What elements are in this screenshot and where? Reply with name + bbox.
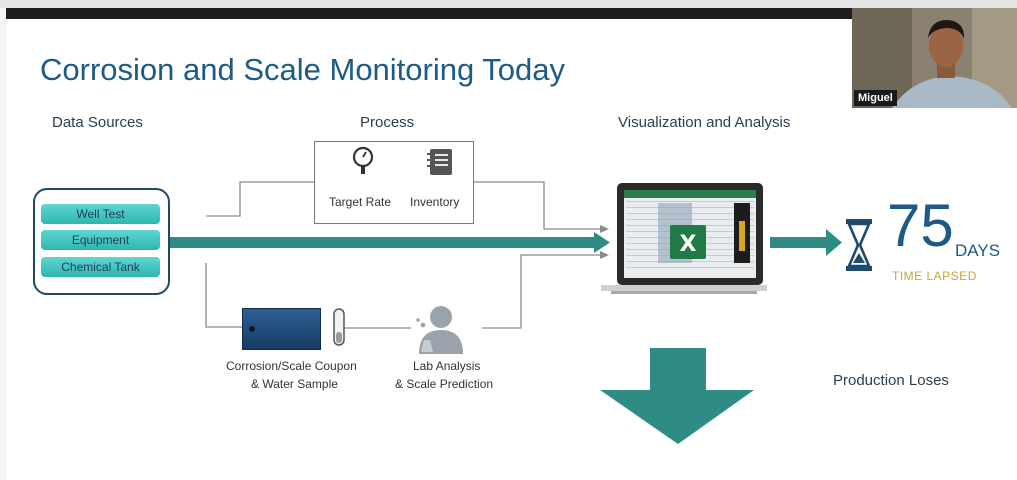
target-rate-label: Target Rate — [329, 195, 392, 209]
data-sources-box: Well Test Equipment Chemical Tank — [33, 188, 170, 295]
heading-data-sources: Data Sources — [52, 114, 143, 131]
coupon-label-line2: & Water Sample — [251, 377, 338, 391]
gauge-icon — [352, 146, 374, 174]
days-unit: DAYS — [955, 241, 1001, 260]
source-equipment: Equipment — [41, 230, 160, 250]
production-loses-label: Production Loses — [833, 372, 949, 389]
down-arrow-icon — [600, 348, 754, 444]
presentation-slide: Corrosion and Scale Monitoring Today Dat… — [6, 8, 1017, 480]
slide-title: Corrosion and Scale Monitoring Today — [40, 52, 566, 87]
time-lapsed-label: TIME LAPSED — [892, 269, 977, 283]
test-tube-icon — [333, 308, 345, 346]
lab-label-line1: Lab Analysis — [413, 359, 481, 373]
heading-process: Process — [360, 114, 415, 131]
notebook-icon — [427, 149, 452, 175]
lab-label-line2: & Scale Prediction — [395, 377, 494, 391]
days-value: 75 — [887, 192, 954, 259]
inventory-label: Inventory — [410, 195, 460, 209]
process-box: Target Rate Inventory — [314, 141, 474, 224]
participant-video-feed — [852, 8, 1017, 108]
lab-scientist-icon — [416, 306, 463, 354]
hourglass-icon — [846, 219, 872, 271]
laptop-spreadsheet-icon: X — [601, 183, 767, 294]
heading-visualization: Visualization and Analysis — [618, 114, 791, 131]
participant-name: Miguel — [854, 90, 897, 106]
corrosion-coupon-image — [242, 308, 321, 350]
source-chemical-tank: Chemical Tank — [41, 257, 160, 277]
participant-video-tile[interactable]: Miguel — [852, 8, 1017, 108]
slide-top-bar — [6, 8, 852, 19]
coupon-label-line1: Corrosion/Scale Coupon — [226, 359, 357, 373]
viewer-top-bar — [0, 0, 1017, 8]
flow-connectors — [168, 181, 842, 329]
source-well-test: Well Test — [41, 204, 160, 224]
svg-text:X: X — [680, 232, 697, 257]
